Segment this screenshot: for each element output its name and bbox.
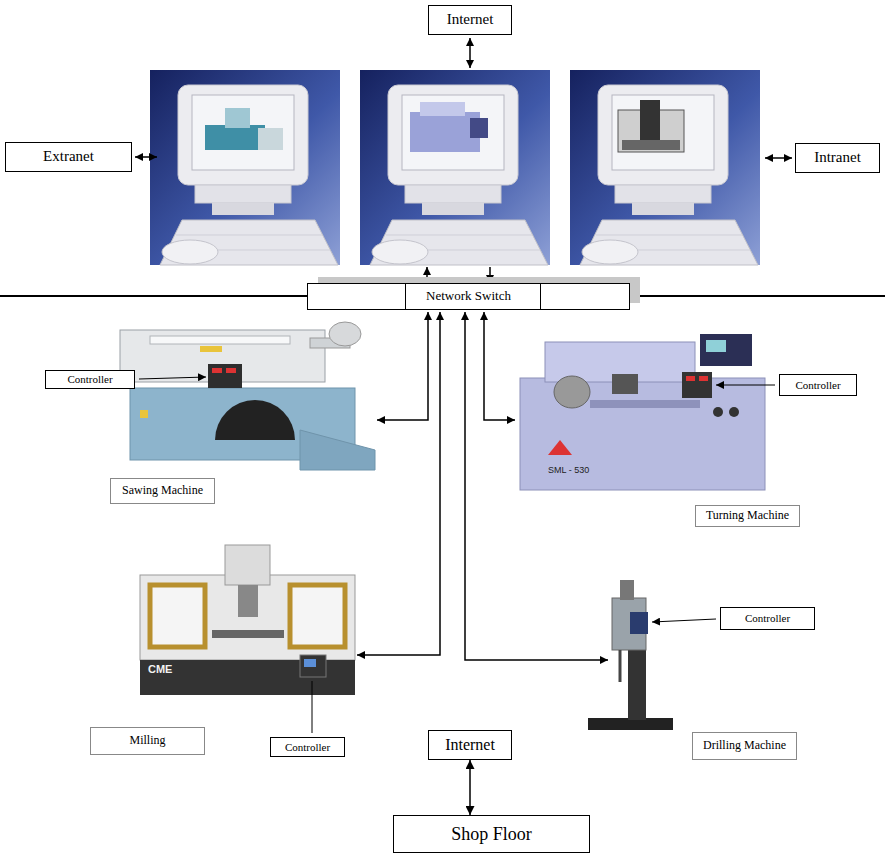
link-arrow xyxy=(765,157,792,159)
computer xyxy=(150,70,340,265)
sawing-machine xyxy=(329,322,361,346)
computer xyxy=(470,118,488,138)
leader-line xyxy=(312,681,313,733)
turning-machine xyxy=(706,340,726,352)
machine-label: Milling xyxy=(90,727,205,755)
controller-callout: Controller xyxy=(45,370,135,389)
sawing-machine xyxy=(208,364,242,388)
computer xyxy=(622,140,680,150)
turning-machine xyxy=(700,334,752,366)
node-text: Controller xyxy=(745,612,790,625)
node-text: Controller xyxy=(285,741,330,754)
turning-machine xyxy=(699,376,708,381)
node-text: Drilling Machine xyxy=(703,739,786,753)
sawing-machine xyxy=(212,368,222,373)
network-box: Internet xyxy=(428,5,512,35)
switch-box: Network Switch xyxy=(307,283,630,310)
computer xyxy=(205,125,265,150)
turning-machine xyxy=(612,374,638,394)
computer xyxy=(360,70,550,265)
switch-divider xyxy=(540,284,541,309)
milling-machine xyxy=(304,659,316,667)
drilling-machine xyxy=(630,612,648,634)
milling-machine xyxy=(300,655,326,677)
network-box: Extranet xyxy=(5,142,132,172)
milling-machine xyxy=(290,585,345,647)
network-box: Intranet xyxy=(795,143,880,173)
turning-machine xyxy=(713,407,723,417)
sawing-machine xyxy=(140,410,148,418)
node-text: Network Switch xyxy=(426,289,511,304)
leader-line xyxy=(139,377,775,733)
drilling-machine xyxy=(588,580,673,730)
controller-callout: Controller xyxy=(720,607,815,630)
turning-machine xyxy=(554,376,590,408)
node-text: Sawing Machine xyxy=(122,484,203,498)
milling-machine xyxy=(225,545,270,585)
machine-link xyxy=(484,312,515,420)
site-box: Shop Floor xyxy=(393,815,590,853)
turning-machine xyxy=(520,334,765,490)
computer xyxy=(225,108,250,128)
sawing-machine xyxy=(150,336,290,344)
machine-link xyxy=(357,312,440,655)
link-arrow xyxy=(469,760,471,815)
leader-line xyxy=(716,385,775,386)
switch-divider xyxy=(405,284,406,309)
machine-label: Drilling Machine xyxy=(692,732,797,760)
milling-machine xyxy=(212,630,284,638)
computer xyxy=(360,70,550,265)
drilling-machine xyxy=(628,640,646,720)
turning-machine xyxy=(548,440,572,455)
drilling-machine xyxy=(619,650,622,682)
node-text: Extranet xyxy=(43,148,94,165)
milling-machine xyxy=(150,585,205,647)
turning-machine xyxy=(729,407,739,417)
network-box: Internet xyxy=(428,730,512,760)
sawing-machine xyxy=(200,346,222,352)
computer xyxy=(570,70,760,265)
machine-label: Turning Machine xyxy=(695,505,800,527)
turning-machine xyxy=(682,372,712,398)
node-text: Internet xyxy=(445,736,495,754)
computer xyxy=(420,102,465,116)
milling-machine xyxy=(140,545,355,695)
model-plate: SML - 530 xyxy=(548,466,589,476)
node-text: Milling xyxy=(129,734,165,748)
computer xyxy=(570,70,760,265)
node-text: Internet xyxy=(447,11,494,28)
turning-machine xyxy=(590,400,700,408)
controller-callout: Controller xyxy=(779,374,857,396)
controller-callout: Controller xyxy=(270,737,345,757)
turning-machine xyxy=(686,376,695,381)
node-text: Intranet xyxy=(814,149,861,166)
machine-label: Sawing Machine xyxy=(110,478,215,504)
drilling-machine xyxy=(620,580,634,600)
node-text: Shop Floor xyxy=(451,824,532,845)
link-arrow xyxy=(135,156,157,158)
milling-machine xyxy=(238,585,258,617)
node-text: Turning Machine xyxy=(706,509,789,523)
computer xyxy=(410,112,480,152)
link-arrow xyxy=(135,38,792,283)
computer xyxy=(258,128,283,150)
sawing-machine xyxy=(215,400,295,440)
sawing-machine xyxy=(120,322,375,470)
leader-line xyxy=(139,377,206,379)
node-text: Controller xyxy=(67,373,112,386)
brand-plate: CME xyxy=(148,663,172,675)
node-text: Controller xyxy=(795,379,840,392)
sawing-machine xyxy=(300,430,375,470)
machine-link xyxy=(377,312,428,420)
link-arrow xyxy=(469,38,471,68)
computer xyxy=(150,70,340,265)
leader-line xyxy=(652,619,716,622)
milling-machine xyxy=(140,575,355,660)
sawing-machine xyxy=(226,368,236,373)
network-backbone xyxy=(0,277,885,303)
